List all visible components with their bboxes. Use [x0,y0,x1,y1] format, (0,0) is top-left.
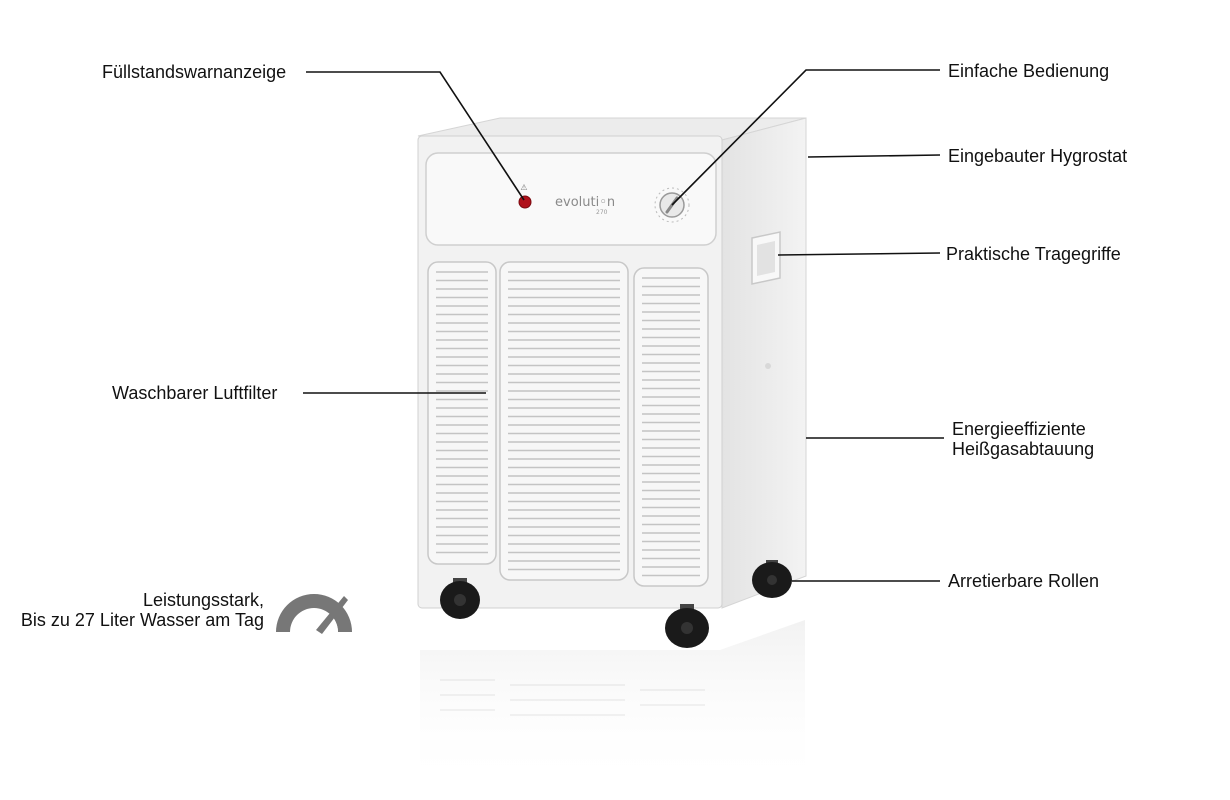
floor-reflection [420,620,805,790]
model-number: 270 [596,209,608,216]
label-power-line2: Bis zu 27 Liter Wasser am Tag [20,610,264,630]
label-energy-defrost: Energieeffiziente Heißgasabtauung [952,419,1094,459]
wheels [440,560,792,648]
svg-text:⚠: ⚠ [520,183,527,192]
wheel-back-right [752,560,792,598]
wheel-front-left [440,578,480,619]
label-easy-operation: Einfache Bedienung [948,61,1110,81]
label-power-line1: Leistungsstark, [142,590,264,610]
device-side [721,117,807,609]
label-hygrostat: Eingebauter Hygrostat [948,146,1128,166]
label-level-warning: Füllstandswarnanzeige [102,62,287,82]
carry-handle [751,231,781,285]
air-filter-grille [499,261,629,581]
control-panel: ⚠ evoluti◦n 270 [425,152,717,246]
label-energy-defrost-line1: Energieeffiziente [952,419,1086,439]
label-lockable-wheels: Arretierbare Rollen [948,571,1100,591]
brand-logo: evoluti◦n [555,195,615,210]
label-carry-handles: Praktische Tragegriffe [946,244,1121,264]
left-grille [427,261,497,565]
wheel-front-right [665,604,709,648]
level-warning-indicator [518,195,532,209]
label-energy-defrost-line2: Heißgasabtauung [952,439,1095,459]
label-washable-filter: Waschbarer Luftfilter [112,383,278,403]
speedometer-icon [276,594,352,634]
label-power: Leistungsstark, Bis zu 27 Liter Wasser a… [21,590,264,630]
right-grille [633,267,709,587]
